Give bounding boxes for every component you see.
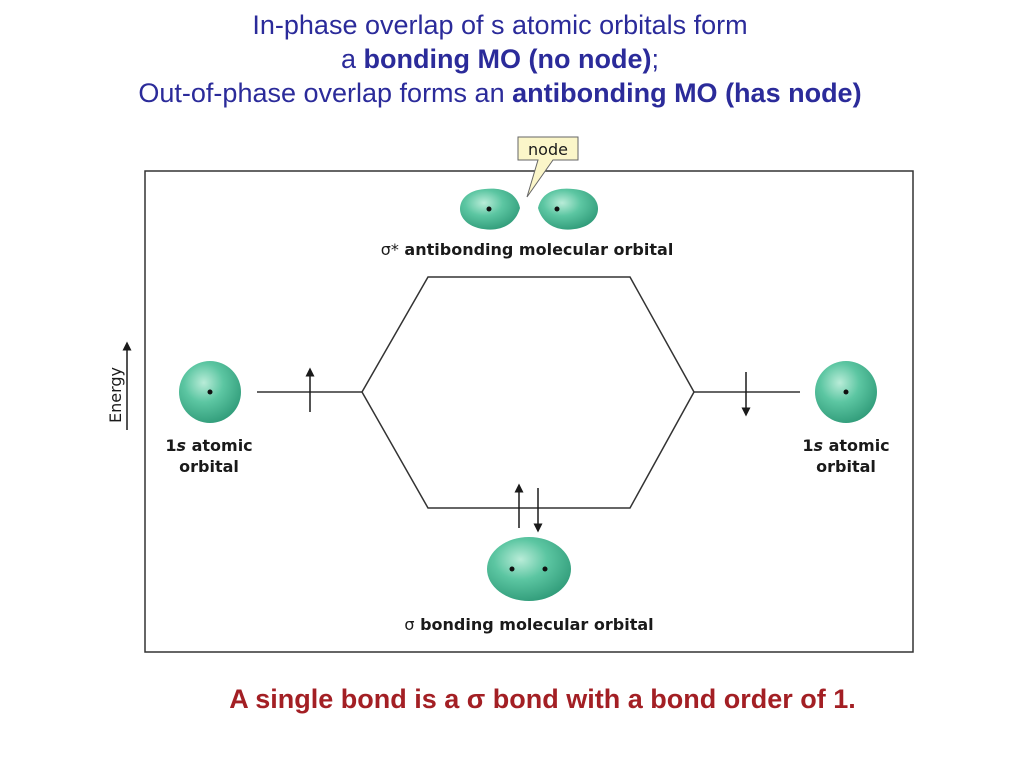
slide-title: In-phase overlap of s atomic orbitals fo… — [0, 8, 1000, 110]
right-orbital-word: atomic — [829, 436, 890, 455]
title-bonding-mo: bonding MO (no node) — [363, 44, 652, 74]
footer-sigma: σ — [466, 684, 486, 714]
right-1s-orbital — [815, 361, 877, 423]
bonding-sigma-symbol: σ — [404, 615, 414, 634]
title-line-2-suffix: ; — [651, 44, 659, 74]
left-orbital-word: atomic — [192, 436, 253, 455]
antibonding-right-lobe — [538, 188, 599, 230]
antibonding-label: σ* antibonding molecular orbital — [381, 240, 674, 259]
left-1s-orbital — [179, 361, 241, 423]
title-line-2-prefix: a — [341, 44, 357, 74]
right-nucleus-dot — [843, 389, 849, 395]
bond-order-statement: A single bond is a σ bond with a bond or… — [0, 684, 1024, 715]
title-line-3-prefix: Out-of-phase overlap forms an — [138, 78, 505, 108]
title-line-2: a bonding MO (no node); — [0, 42, 1000, 76]
title-antibonding-mo: antibonding MO (has node) — [512, 78, 862, 108]
left-orbital-name: 1s — [165, 436, 186, 455]
left-orbital-label: 1s atomic — [165, 436, 252, 455]
right-orbital-label-line2: orbital — [816, 457, 876, 476]
right-orbital-label: 1s atomic — [802, 436, 889, 455]
bonding-nucleus-left — [509, 566, 515, 572]
title-line-3: Out-of-phase overlap forms an antibondin… — [0, 76, 1000, 110]
bonding-orbital — [487, 537, 571, 601]
footer-prefix: A single bond is a — [229, 684, 460, 714]
antibonding-nucleus-left — [486, 206, 492, 212]
node-callout: node — [517, 136, 579, 198]
left-nucleus-dot — [207, 389, 213, 395]
bonding-label: σ bonding molecular orbital — [404, 615, 653, 634]
antibonding-orbital — [459, 188, 599, 230]
node-callout-bubble — [517, 136, 579, 198]
bonding-orbital-shape — [487, 537, 571, 601]
antibonding-nucleus-right — [554, 206, 560, 212]
bonding-label-text: bonding molecular orbital — [420, 615, 654, 634]
title-line-1: In-phase overlap of s atomic orbitals fo… — [252, 10, 748, 40]
right-orbital-name: 1s — [802, 436, 823, 455]
left-orbital-label-line2: orbital — [179, 457, 239, 476]
node-callout-text: node — [528, 140, 568, 159]
bonding-nucleus-right — [542, 566, 548, 572]
energy-axis-label: Energy — [106, 367, 125, 423]
antibonding-label-text: antibonding molecular orbital — [404, 240, 673, 259]
footer-suffix: bond with a bond order of 1. — [492, 684, 856, 714]
antibonding-sigma-symbol: σ* — [381, 240, 399, 259]
